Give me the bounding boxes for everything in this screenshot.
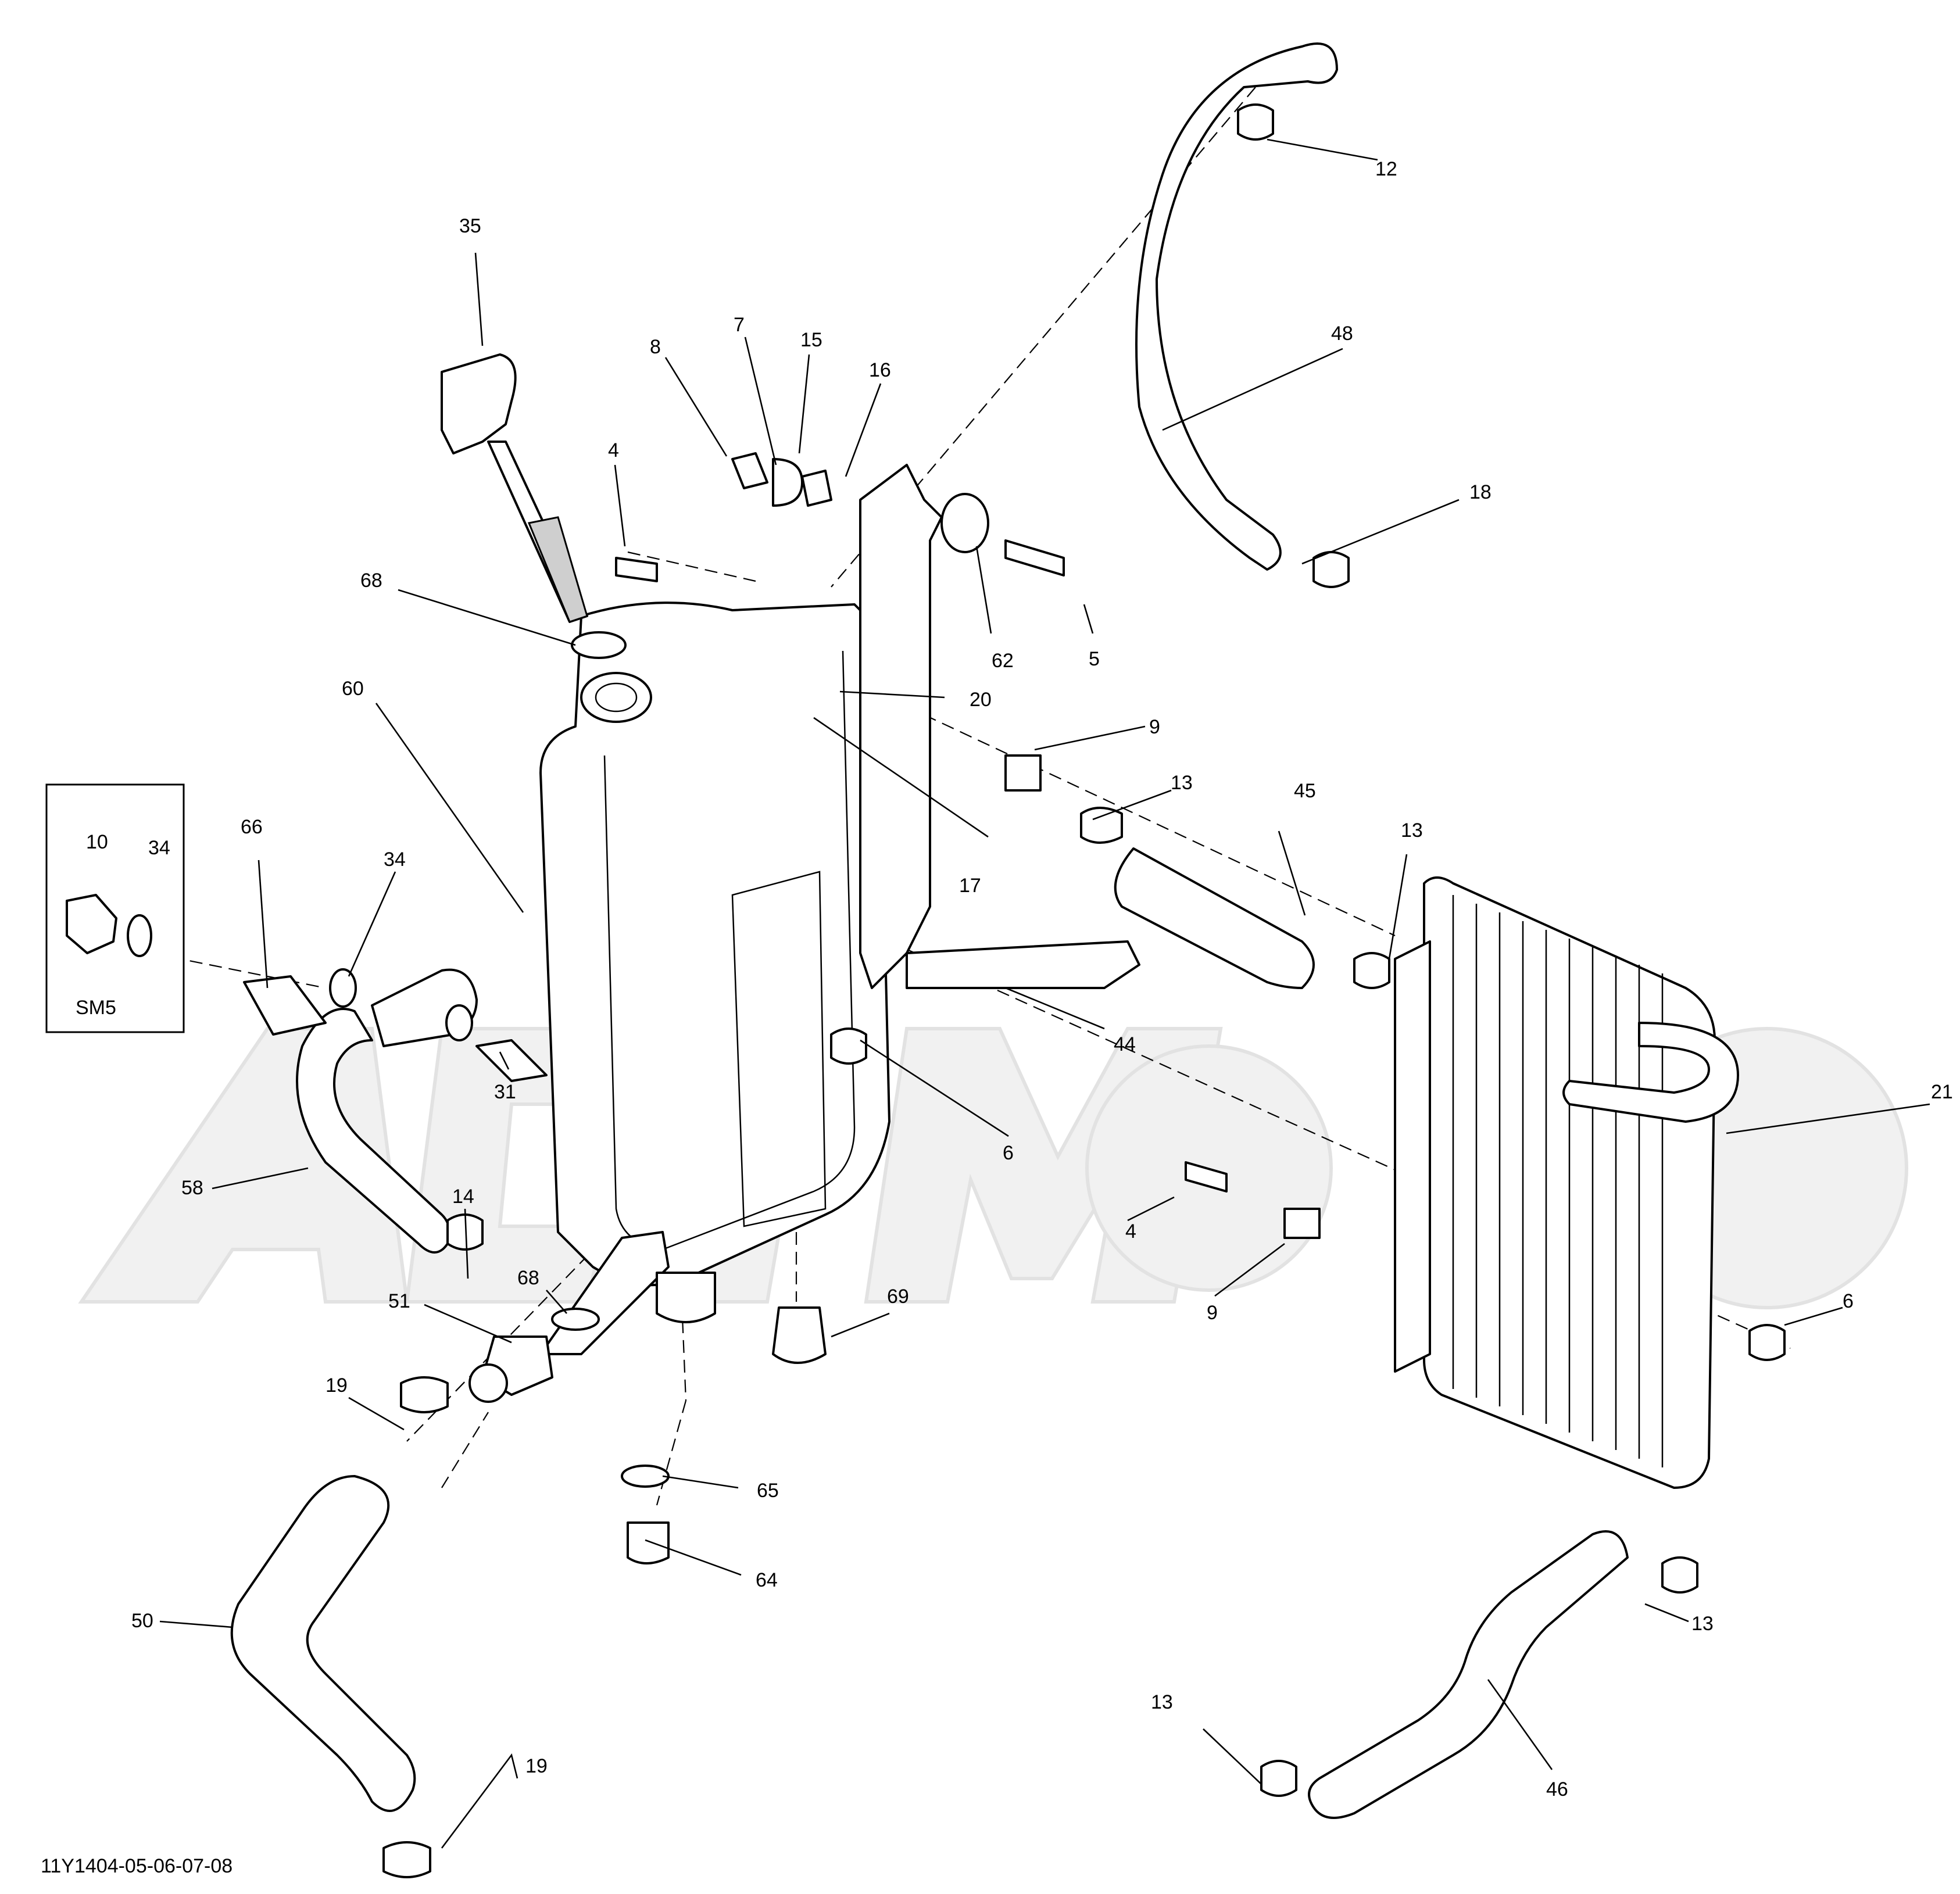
callout-5: 5 xyxy=(1089,648,1100,670)
callout-19-top: 19 xyxy=(326,1374,348,1397)
callout-51: 51 xyxy=(388,1290,410,1312)
callout-64: 64 xyxy=(756,1569,778,1591)
callout-16: 16 xyxy=(869,359,891,381)
callout-15: 15 xyxy=(800,329,822,351)
callout-12: 12 xyxy=(1375,158,1397,180)
callout-68-top: 68 xyxy=(360,570,382,592)
callout-35: 35 xyxy=(459,215,481,237)
callout-48: 48 xyxy=(1331,323,1353,345)
inset-label: SM5 xyxy=(76,997,116,1019)
callout-45: 45 xyxy=(1294,780,1316,802)
callout-44: 44 xyxy=(1114,1033,1136,1055)
callout-20: 20 xyxy=(970,689,992,711)
callout-66: 66 xyxy=(241,816,263,838)
callout-31: 31 xyxy=(494,1081,516,1103)
callout-13-a: 13 xyxy=(1171,772,1193,794)
callout-58: 58 xyxy=(181,1177,203,1199)
callout-6-mid: 6 xyxy=(1003,1142,1014,1164)
hose-48 xyxy=(1135,42,1338,571)
callout-69: 69 xyxy=(887,1286,909,1308)
leader-lines xyxy=(159,138,1930,1849)
callout-7: 7 xyxy=(734,314,745,336)
callout-4-mid: 4 xyxy=(1125,1220,1136,1243)
callout-17: 17 xyxy=(959,875,981,897)
callout-9-top: 9 xyxy=(1149,716,1160,738)
hose-45 xyxy=(1114,847,1315,989)
callout-68-bottom: 68 xyxy=(517,1267,539,1289)
callout-34-inset: 34 xyxy=(148,837,170,859)
callout-65: 65 xyxy=(757,1480,779,1502)
diagram-code: 11Y1404-05-06-07-08 xyxy=(41,1855,233,1877)
callout-6-right: 6 xyxy=(1843,1290,1854,1312)
callout-18: 18 xyxy=(1469,481,1492,503)
callout-13-b: 13 xyxy=(1401,819,1423,842)
callout-46: 46 xyxy=(1546,1778,1568,1800)
callout-50: 50 xyxy=(131,1610,153,1632)
dipstick xyxy=(441,353,588,623)
hose-46 xyxy=(1308,1530,1629,1819)
callout-21: 21 xyxy=(1931,1081,1953,1103)
callout-19-bottom: 19 xyxy=(525,1755,548,1777)
oil-tank xyxy=(539,602,890,1287)
callout-10: 10 xyxy=(86,831,108,853)
inset-sm5: SM5 xyxy=(45,783,185,1033)
small-hardware xyxy=(243,103,1786,1878)
callout-numbers: 12 35 48 7 15 8 16 18 4 68 62 5 60 20 9 … xyxy=(86,158,1953,1800)
tank-bracket xyxy=(859,464,1140,989)
oil-cooler xyxy=(1394,876,1739,1489)
hose-50 xyxy=(230,1475,416,1812)
callout-4-top: 4 xyxy=(608,439,619,461)
callout-14: 14 xyxy=(452,1186,474,1208)
callout-8: 8 xyxy=(650,336,661,358)
callout-9-mid: 9 xyxy=(1207,1302,1218,1324)
callout-13-d: 13 xyxy=(1151,1691,1173,1713)
callout-62: 62 xyxy=(992,650,1014,672)
callout-13-c: 13 xyxy=(1691,1613,1714,1635)
callout-60: 60 xyxy=(342,678,364,700)
callout-34: 34 xyxy=(384,848,406,871)
